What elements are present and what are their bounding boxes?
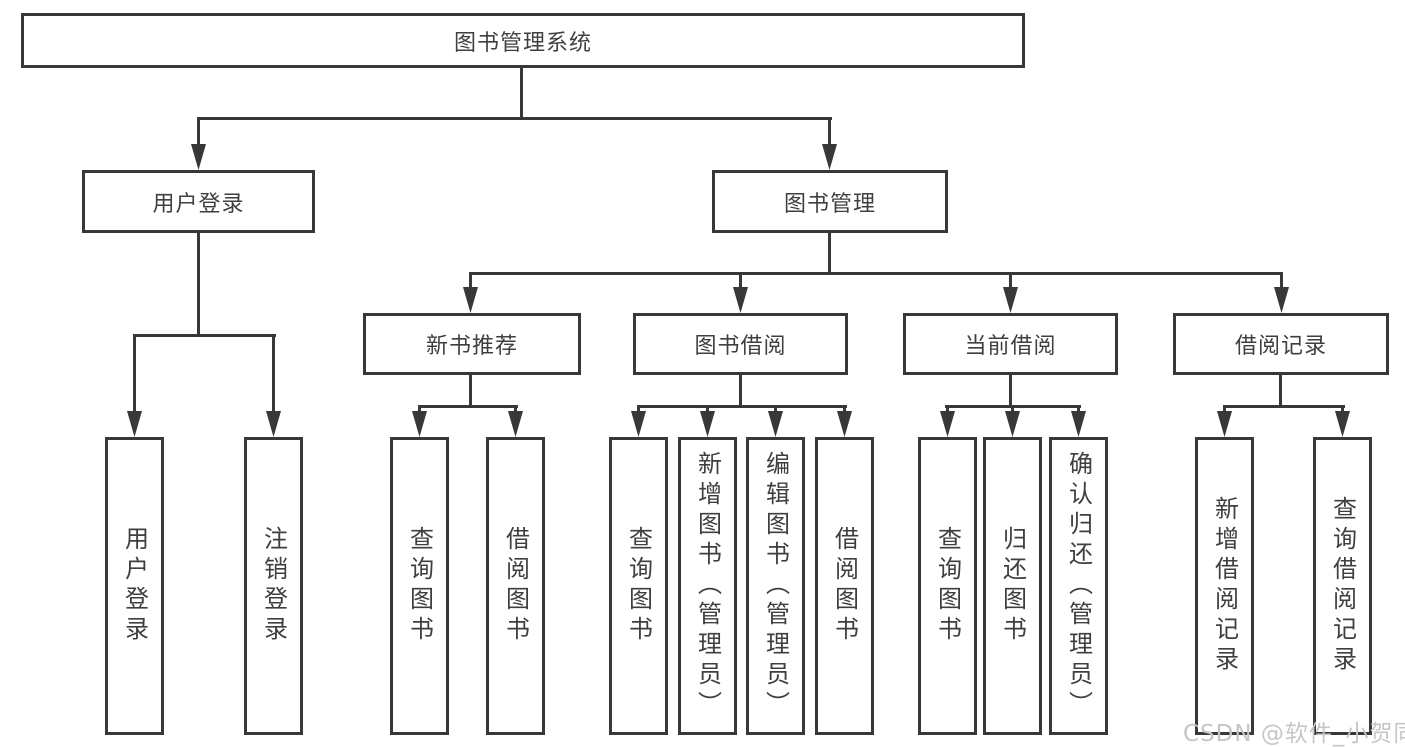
leaf-logout-login: 注销登录 [244, 437, 303, 735]
leaf-borrow-books: 借阅图书 [815, 437, 874, 735]
connector-arrow-down [940, 405, 955, 437]
connector-arrow-down [822, 117, 837, 170]
leaf-query-books: 查询图书 [918, 437, 977, 735]
leaf-user-login: 用户登录 [105, 437, 164, 735]
connector-arrow-down [1217, 405, 1232, 437]
connector-hline [469, 272, 1283, 275]
node-book-management: 图书管理 [712, 170, 948, 233]
connector-hline [1223, 405, 1345, 408]
leaf-confirm-return-admin: 确认归还（管理员） [1049, 437, 1108, 735]
connector-vline [739, 375, 742, 408]
connector-arrow-down [191, 117, 206, 170]
leaf-query-books: 查询图书 [609, 437, 668, 735]
connector-arrow-down [768, 405, 783, 437]
leaf-borrow-books: 借阅图书 [486, 437, 545, 735]
leaf-query-books: 查询图书 [390, 437, 449, 735]
connector-vline [1279, 375, 1282, 408]
leaf-query-borrow-record: 查询借阅记录 [1313, 437, 1372, 735]
node-borrowing-records: 借阅记录 [1173, 313, 1389, 375]
connector-arrow-down [1005, 405, 1020, 437]
node-library-management-system: 图书管理系统 [21, 13, 1025, 68]
connector-arrow-down [1071, 405, 1086, 437]
watermark: CSDN @软件_小贺同学 [1183, 721, 1405, 747]
node-new-book-recommendation: 新书推荐 [363, 313, 581, 375]
connector-arrow-down [1274, 272, 1289, 313]
connector-hline [133, 334, 276, 337]
connector-arrow-down [837, 405, 852, 437]
connector-arrow-down [127, 334, 142, 437]
connector-vline [469, 375, 472, 408]
connector-vline [520, 68, 523, 118]
node-current-borrowing: 当前借阅 [903, 313, 1118, 375]
connector-arrow-down [700, 405, 715, 437]
connector-arrow-down [463, 272, 478, 313]
connector-vline [828, 233, 831, 275]
connector-hline [418, 405, 518, 408]
leaf-add-books-admin: 新增图书（管理员） [678, 437, 737, 735]
connector-arrow-down [733, 272, 748, 313]
connector-arrow-down [631, 405, 646, 437]
connector-hline [197, 117, 832, 120]
connector-vline [197, 233, 200, 337]
connector-arrow-down [412, 405, 427, 437]
connector-arrow-down [1335, 405, 1350, 437]
connector-hline [637, 405, 847, 408]
leaf-edit-books-admin: 编辑图书（管理员） [746, 437, 805, 735]
leaf-add-borrow-record: 新增借阅记录 [1195, 437, 1254, 735]
connector-arrow-down [1003, 272, 1018, 313]
node-user-login: 用户登录 [82, 170, 315, 233]
leaf-return-books: 归还图书 [983, 437, 1042, 735]
node-book-borrowing: 图书借阅 [633, 313, 848, 375]
connector-arrow-down [508, 405, 523, 437]
connector-arrow-down [266, 334, 281, 437]
connector-vline [1009, 375, 1012, 408]
